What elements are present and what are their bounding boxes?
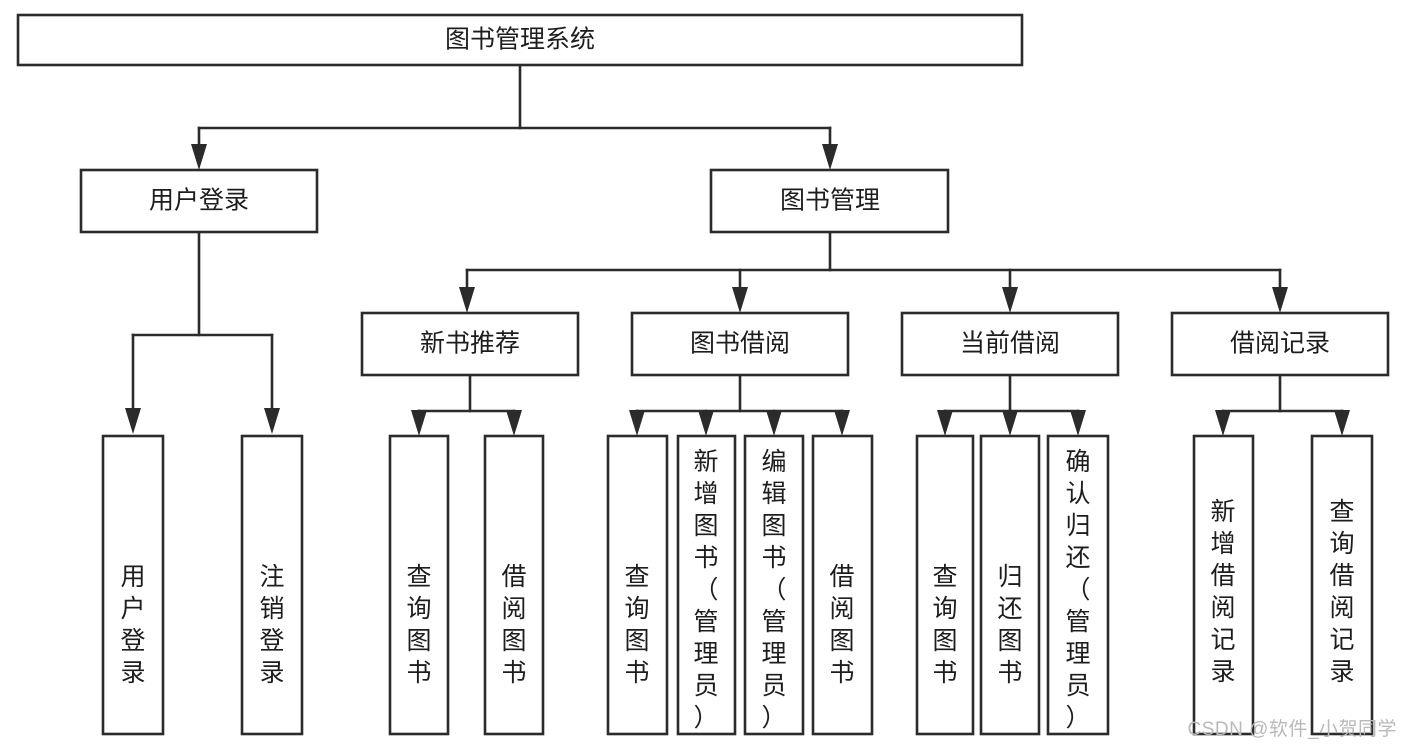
arrow-to-leaf-edit-book xyxy=(766,410,782,436)
node-leaf-confirm-return-box[interactable] xyxy=(1046,434,1110,736)
arrow-to-leaf-add-book xyxy=(698,410,714,436)
node-leaf-query-record-box[interactable] xyxy=(1310,434,1374,736)
node-leaf-query-book-rec[interactable]: 查询图书 xyxy=(388,434,450,736)
node-leaf-borrow-book-label: 借阅图书 xyxy=(829,563,854,687)
node-leaf-borrow-book-rec[interactable]: 借阅图书 xyxy=(483,434,545,736)
arrow-to-leaf-borrow-book xyxy=(834,410,850,436)
node-leaf-return-book-box[interactable] xyxy=(979,434,1041,736)
node-leaf-query-book-borrow[interactable]: 查询图书 xyxy=(606,434,669,736)
arrow-to-leaf-user-login xyxy=(125,408,141,434)
node-borrow-record-box[interactable] xyxy=(1170,311,1390,377)
node-book-manage-box[interactable] xyxy=(709,168,950,234)
node-current-borrow-box[interactable] xyxy=(900,311,1120,377)
arrow-to-current-borrow xyxy=(1002,287,1018,313)
node-leaf-add-record-box[interactable] xyxy=(1192,434,1255,736)
node-current-borrow[interactable]: 当前借阅 xyxy=(900,311,1120,377)
arrow-to-leaf-add-record xyxy=(1215,410,1231,436)
node-leaf-logout[interactable]: 注销登录 xyxy=(240,434,304,736)
arrow-to-book-borrow xyxy=(732,287,748,313)
arrow-to-borrow-record xyxy=(1272,287,1288,313)
node-book-borrow-label: 图书借阅 xyxy=(690,330,790,358)
node-leaf-query-book-borrow-box[interactable] xyxy=(606,434,669,736)
arrow-to-user-login xyxy=(191,144,207,170)
node-current-borrow-label: 当前借阅 xyxy=(960,330,1060,358)
node-leaf-query-book-borrow-label: 查询图书 xyxy=(624,563,649,687)
node-leaf-confirm-return-label: 确认归还（管理员） xyxy=(1065,448,1090,732)
node-leaf-query-book-rec-box[interactable] xyxy=(388,434,450,736)
node-leaf-query-book-current-label: 查询图书 xyxy=(932,563,957,687)
node-leaf-add-record-label: 新增借阅记录 xyxy=(1210,498,1235,686)
arrow-to-leaf-return-book xyxy=(1002,410,1018,436)
arrow-to-new-book-rec xyxy=(459,287,475,313)
node-leaf-borrow-book[interactable]: 借阅图书 xyxy=(811,434,874,736)
node-borrow-record[interactable]: 借阅记录 xyxy=(1170,311,1390,377)
node-leaf-add-book[interactable]: 新增图书（管理员） xyxy=(676,434,737,736)
node-leaf-return-book-label: 归还图书 xyxy=(997,563,1022,687)
node-leaf-add-book-label: 新增图书（管理员） xyxy=(693,448,718,732)
connector-layer xyxy=(125,63,1350,436)
arrow-to-leaf-query-book-current xyxy=(937,410,953,436)
node-leaf-borrow-book-box[interactable] xyxy=(811,434,874,736)
node-book-manage-label: 图书管理 xyxy=(780,187,880,215)
node-user-login-box[interactable] xyxy=(79,168,319,234)
leaf-nodes-layer: 用户登录 注销登录 查询图书 借阅图书 查询图书 新增图书（管理员） xyxy=(101,434,1374,736)
node-leaf-add-book-box[interactable] xyxy=(676,434,737,736)
node-leaf-edit-book-label: 编辑图书（管理员） xyxy=(761,448,786,732)
node-leaf-query-book-current[interactable]: 查询图书 xyxy=(915,434,975,736)
node-leaf-borrow-book-rec-box[interactable] xyxy=(483,434,545,736)
arrow-to-leaf-borrow-book-rec xyxy=(506,410,522,436)
node-book-borrow-box[interactable] xyxy=(630,311,850,377)
node-leaf-logout-box[interactable] xyxy=(240,434,304,736)
node-root[interactable]: 图书管理系统 xyxy=(16,13,1024,67)
node-new-book-rec-box[interactable] xyxy=(360,311,580,377)
arrow-to-leaf-query-book-borrow xyxy=(629,410,645,436)
node-leaf-user-login-box[interactable] xyxy=(101,434,165,736)
arrow-to-leaf-logout xyxy=(264,408,280,434)
node-leaf-logout-label: 注销登录 xyxy=(259,563,284,687)
arrow-to-leaf-confirm-return xyxy=(1070,410,1086,436)
node-leaf-edit-book-box[interactable] xyxy=(743,434,805,736)
node-new-book-rec[interactable]: 新书推荐 xyxy=(360,311,580,377)
node-borrow-record-label: 借阅记录 xyxy=(1230,330,1330,358)
node-leaf-query-record-label: 查询借阅记录 xyxy=(1329,498,1354,686)
node-root-box[interactable] xyxy=(16,13,1024,67)
node-book-borrow[interactable]: 图书借阅 xyxy=(630,311,850,377)
node-book-manage[interactable]: 图书管理 xyxy=(709,168,950,234)
csdn-watermark: CSDN @软件_小贺同学 xyxy=(1187,719,1397,740)
node-leaf-confirm-return[interactable]: 确认归还（管理员） xyxy=(1046,434,1110,736)
node-leaf-add-record[interactable]: 新增借阅记录 xyxy=(1192,434,1255,736)
node-user-login[interactable]: 用户登录 xyxy=(79,168,319,234)
node-leaf-user-login[interactable]: 用户登录 xyxy=(101,434,165,736)
arrow-to-leaf-query-record xyxy=(1334,410,1350,436)
node-leaf-query-book-rec-label: 查询图书 xyxy=(406,563,431,687)
arrow-to-book-manage xyxy=(822,144,838,170)
node-leaf-edit-book[interactable]: 编辑图书（管理员） xyxy=(743,434,805,736)
node-leaf-borrow-book-rec-label: 借阅图书 xyxy=(501,563,526,687)
node-new-book-rec-label: 新书推荐 xyxy=(420,330,520,358)
node-leaf-query-record[interactable]: 查询借阅记录 xyxy=(1310,434,1374,736)
node-leaf-user-login-label: 用户登录 xyxy=(120,563,145,687)
node-root-label: 图书管理系统 xyxy=(445,26,595,54)
node-user-login-label: 用户登录 xyxy=(149,187,249,215)
node-leaf-return-book[interactable]: 归还图书 xyxy=(979,434,1041,736)
node-leaf-query-book-current-box[interactable] xyxy=(915,434,975,736)
arrow-to-leaf-query-book-rec xyxy=(411,410,427,436)
